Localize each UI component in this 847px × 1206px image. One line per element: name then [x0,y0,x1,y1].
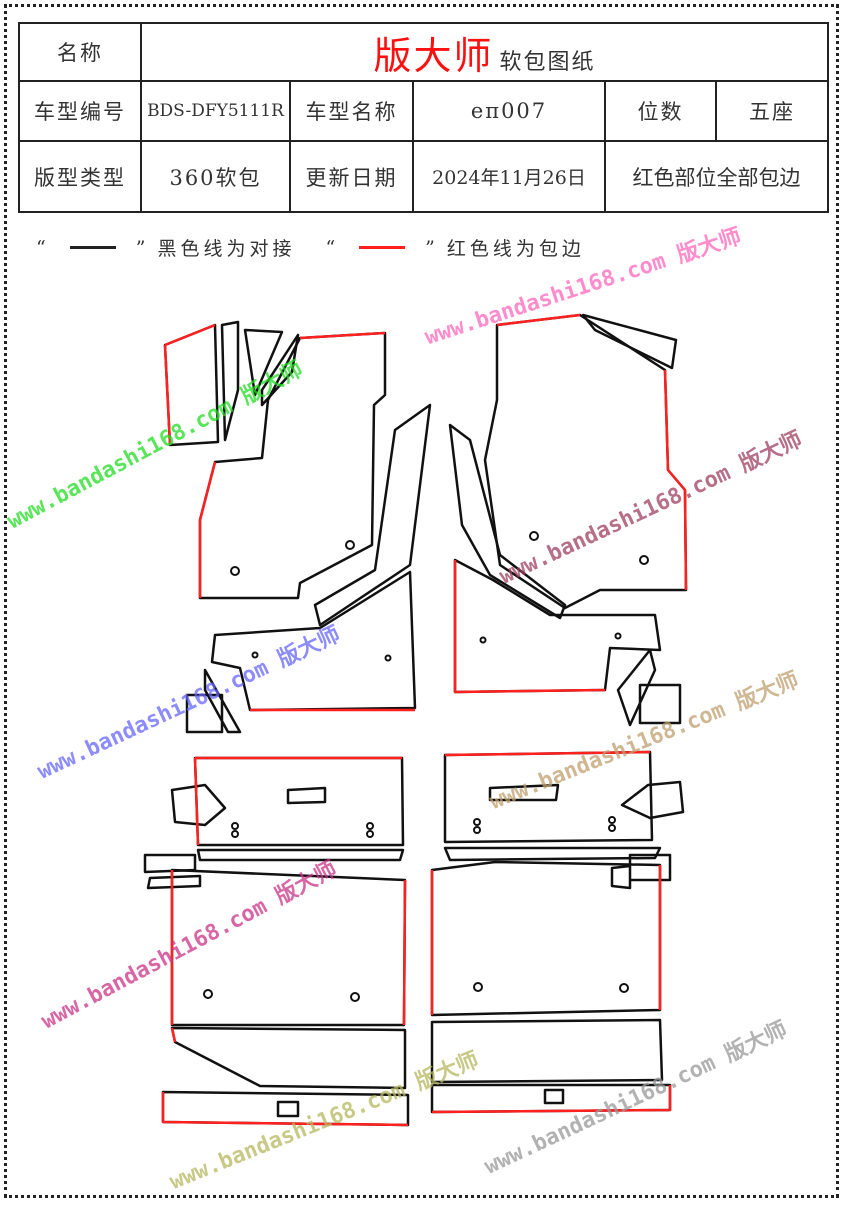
small-piece [185,668,242,734]
seats-label: 位数 [604,80,717,142]
front-left-tunnel [313,403,432,627]
pattern-type-label: 版型类型 [18,140,142,213]
front-right-main-piece [483,313,688,610]
front-right-strip [581,313,678,370]
model-name: eπ007 [412,80,606,142]
model-code-label: 车型编号 [18,80,142,142]
red-line-label: 红色线为包边 [446,238,585,260]
doc-subtitle: 软包图纸 [499,49,596,75]
line-legend: “ ” 黑色线为对接 “ ” 红色线为包边 [36,234,585,261]
spec-table: 名称 版大师软包图纸 车型编号 BDS-DFY5111R 车型名称 eπ007 … [18,22,829,213]
black-line-swatch [69,246,116,249]
quote: “ [36,236,50,259]
front-left-strip [220,320,300,442]
rear-right-slot [488,783,560,802]
rear-left-slot [286,786,327,805]
rear-right-bottom-piece [430,1018,664,1084]
hole-markers [203,531,649,1002]
rear-left-bottom-piece [170,1026,407,1090]
quote: ” [425,236,439,259]
name-label: 名称 [18,22,142,82]
seats-value: 五座 [715,80,829,142]
model-code: BDS-DFY5111R [140,80,291,142]
rear-right-side [610,780,685,890]
brand-title: 版大师 [373,33,494,78]
pattern-type: 360软包 [140,140,291,213]
quote: ” [135,236,150,259]
page-border [4,4,839,1198]
update-date: 2024年11月26日 [412,140,606,213]
front-right-lower-piece [453,558,662,694]
model-name-label: 车型名称 [289,80,414,142]
update-date-label: 更新日期 [289,140,414,213]
red-line-swatch [359,246,406,249]
rear-band [196,846,662,862]
black-line-label: 黑色线为对接 [157,238,296,260]
front-right-tunnel [448,423,567,620]
small-piece [616,648,682,727]
doc-title: 版大师软包图纸 [140,22,829,82]
quote: “ [325,236,340,259]
edge-note: 红色部位全部包边 [604,140,829,213]
